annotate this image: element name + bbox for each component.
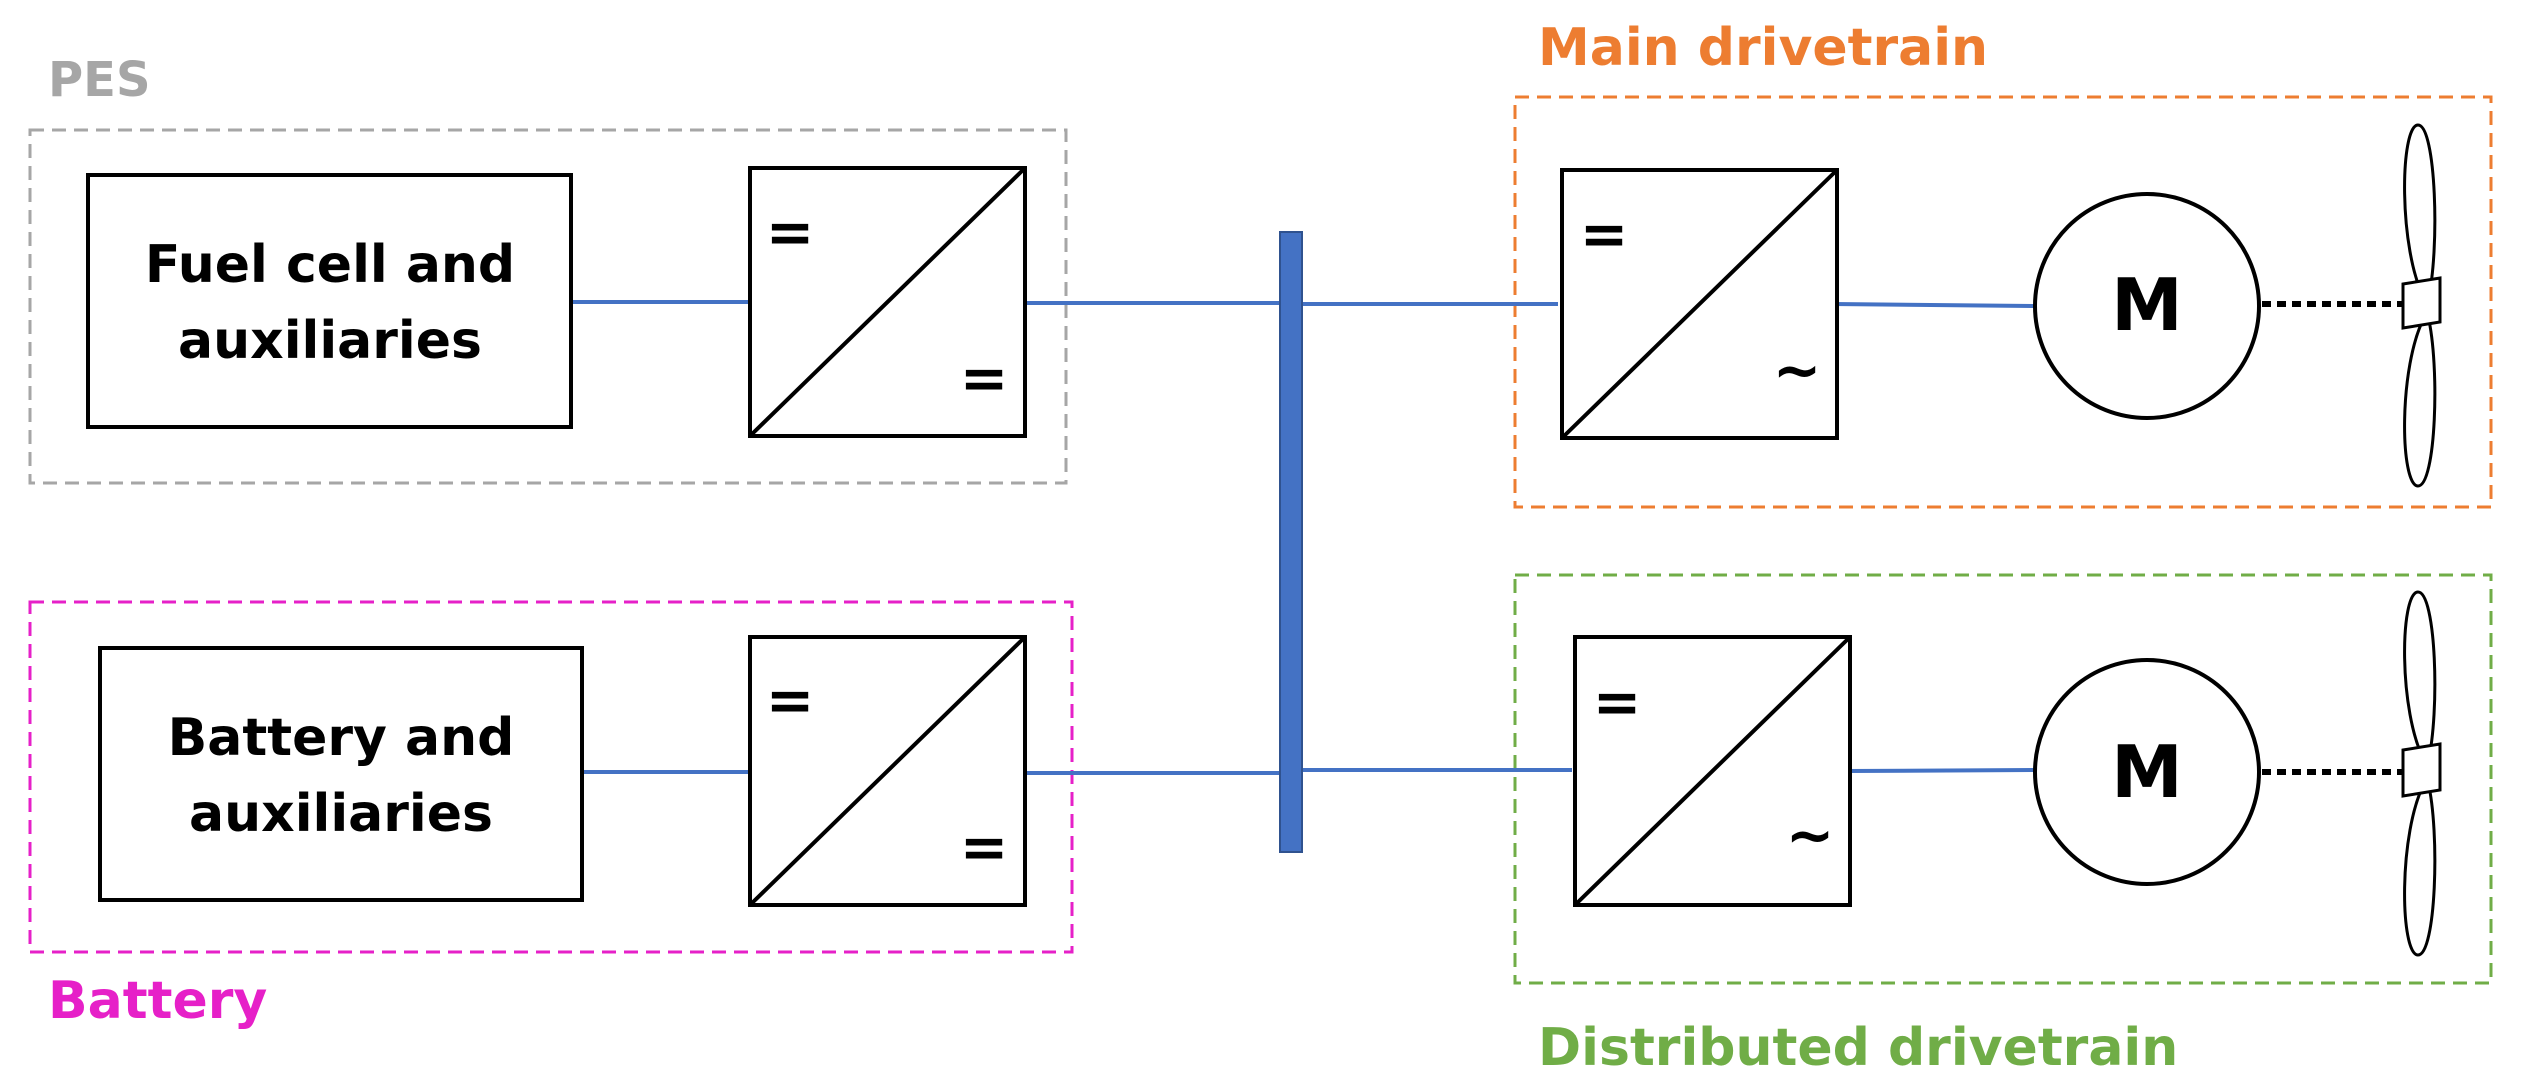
- main-inverter-out-symbol: ~: [1773, 336, 1822, 404]
- distributed-inverter: = ~: [1573, 635, 1852, 907]
- pes-group-frame: [28, 128, 1068, 485]
- pes-group-label: PES: [48, 52, 151, 108]
- main-inverter-in-symbol: =: [1580, 200, 1629, 268]
- main-propeller-icon: [2401, 123, 2442, 488]
- battery-block-line2: auxiliaries: [189, 784, 493, 844]
- distributed-motor: M: [2033, 658, 2261, 886]
- main-inverter: = ~: [1560, 168, 1839, 440]
- battery-dcdc-converter: = =: [748, 635, 1027, 907]
- battery-block: Battery and auxiliaries: [98, 646, 584, 902]
- dc-bus-bar: [1279, 231, 1303, 853]
- battery-block-line1: Battery and: [168, 708, 515, 768]
- main-motor: M: [2033, 192, 2261, 420]
- battery-group-label: Battery: [48, 971, 267, 1031]
- battery-dcdc-out-symbol: =: [960, 813, 1009, 881]
- wire-distributed-inverter-to-motor: [1847, 768, 2036, 773]
- wires: [572, 300, 2036, 775]
- distributed-drivetrain-frame: [1513, 573, 2493, 985]
- battery-dcdc-in-symbol: =: [766, 666, 815, 734]
- pes-dcdc-out-symbol: =: [960, 344, 1009, 412]
- battery-group-frame: [28, 600, 1074, 954]
- distributed-motor-label: M: [2111, 730, 2183, 814]
- fuel-cell-block: Fuel cell and auxiliaries: [86, 173, 573, 429]
- distributed-inverter-out-symbol: ~: [1786, 801, 1835, 869]
- fuel-cell-block-line1: Fuel cell and: [145, 235, 515, 295]
- pes-dcdc-in-symbol: =: [766, 198, 815, 266]
- main-motor-label: M: [2111, 263, 2183, 347]
- fuel-cell-block-line2: auxiliaries: [178, 311, 482, 371]
- main-drivetrain-frame: [1513, 95, 2493, 509]
- distributed-inverter-in-symbol: =: [1593, 668, 1642, 736]
- pes-dcdc-converter: = =: [748, 166, 1027, 438]
- distributed-propeller-icon: [2401, 590, 2442, 957]
- distributed-drivetrain-label: Distributed drivetrain: [1538, 1018, 2178, 1078]
- main-drivetrain-label: Main drivetrain: [1538, 18, 1988, 78]
- wire-main-inverter-to-motor: [1832, 302, 2036, 308]
